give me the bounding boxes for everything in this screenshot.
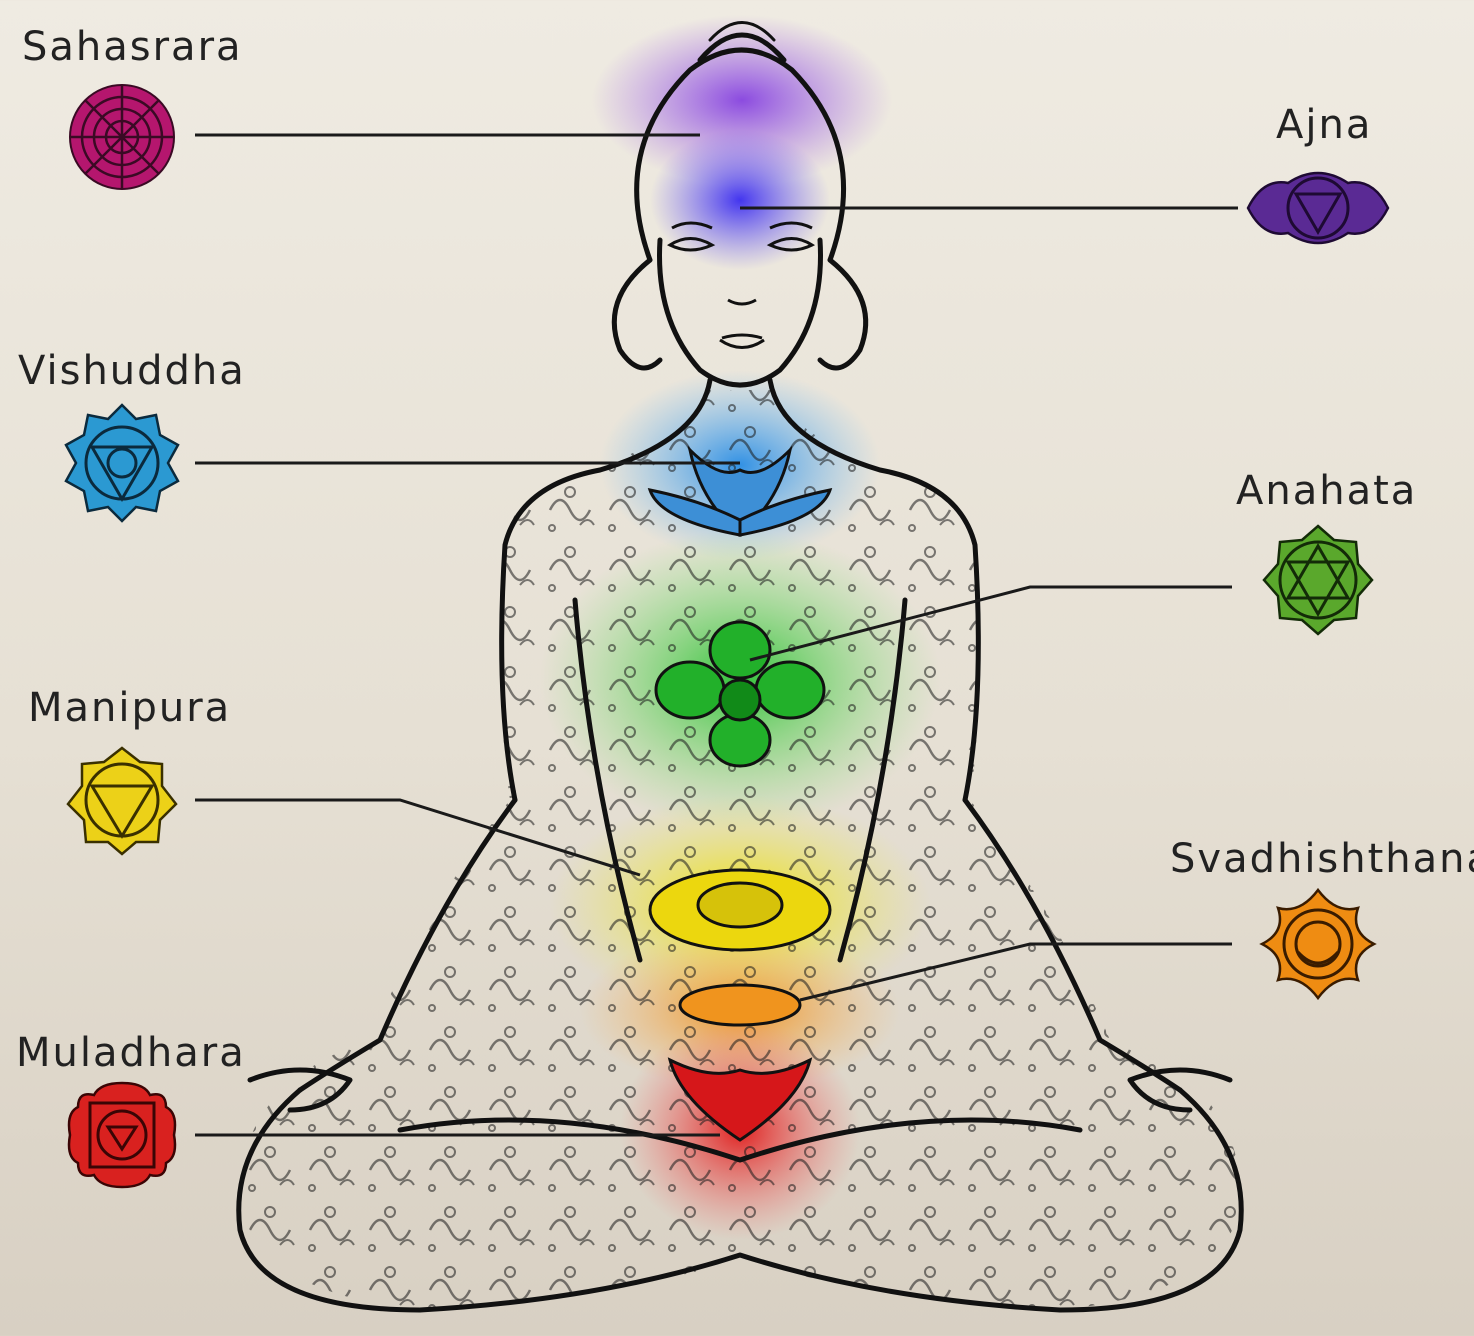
vishuddha-symbol xyxy=(66,405,178,521)
ajna-symbol xyxy=(1248,173,1388,243)
muladhara-symbol xyxy=(69,1083,175,1187)
manipura-symbol xyxy=(68,748,176,854)
sahasrara-symbol xyxy=(70,85,174,189)
svadhishthana-symbol xyxy=(1262,890,1374,998)
anahata-symbol xyxy=(1264,526,1372,634)
